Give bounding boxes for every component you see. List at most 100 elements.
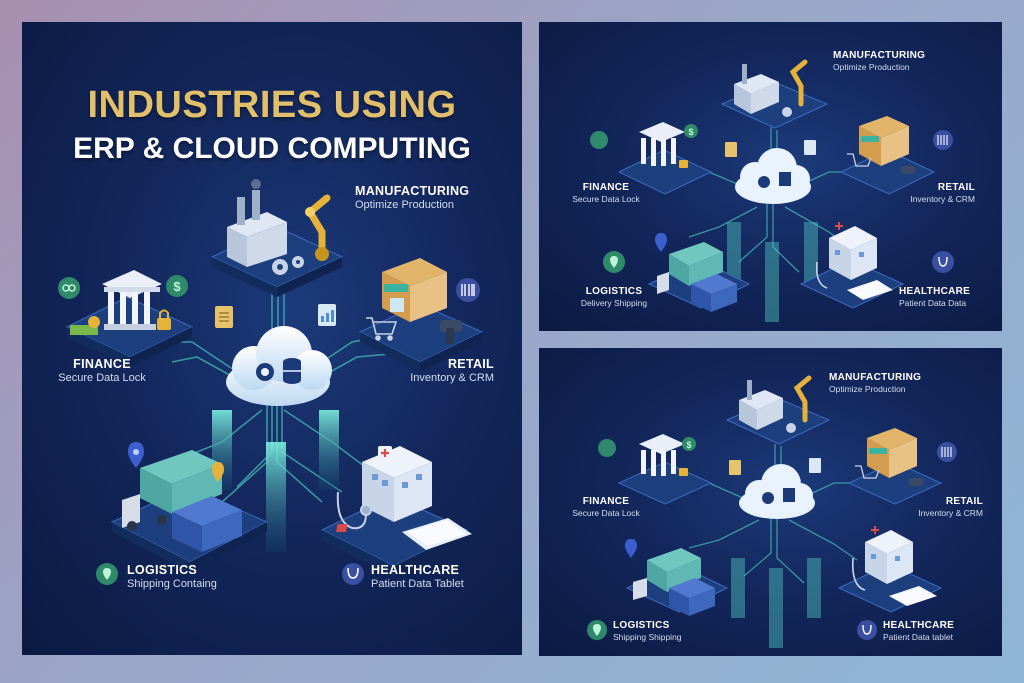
dollar-icon [682, 437, 696, 451]
healthcare-platform [837, 526, 943, 613]
finance-label: FINANCE Secure Data Lock [561, 182, 651, 204]
retail-platform [847, 428, 957, 505]
gear-icon [272, 256, 304, 275]
robot-arm-icon [789, 59, 808, 107]
finance-platform: $ [598, 434, 713, 505]
manufacturing-platform [210, 179, 344, 297]
document-icon [725, 142, 737, 157]
healthcare-label: HEALTHCARE Patient Data Tablet [371, 563, 464, 590]
padlock-icon [679, 160, 688, 168]
truck-icon [647, 548, 701, 572]
retail-title: RETAIL [945, 496, 983, 507]
logistics-title: LOGISTICS [127, 563, 198, 577]
manufacturing-label: MANUFACTURING Optimize Production [833, 50, 925, 72]
barcode-scanner-icon [909, 478, 923, 486]
padlock-icon [157, 309, 171, 330]
retail-label: RETAIL Inventory & CRM [889, 496, 983, 518]
stethoscope-icon [857, 620, 877, 640]
money-stack-icon [70, 316, 100, 335]
logistics-title: LOGISTICS [585, 286, 643, 297]
retail-platform [839, 116, 953, 195]
document-icon [729, 460, 741, 475]
stethoscope-icon [336, 491, 372, 530]
stethoscope-icon [342, 563, 364, 585]
data-pillars [731, 558, 821, 648]
location-pin-icon [128, 442, 224, 482]
barcode-icon [456, 278, 480, 302]
store-icon [859, 116, 909, 138]
document-icon [215, 306, 233, 328]
dollar-icon: $ [166, 275, 188, 297]
location-pin-icon [96, 563, 118, 585]
manufacturing-subtitle: Optimize Production [829, 384, 906, 394]
robot-arm-icon [793, 375, 812, 423]
logistics-label: LOGISTICS Delivery Shipping [569, 286, 659, 308]
svg-text:$: $ [686, 440, 691, 450]
chart-document-icon [318, 304, 336, 326]
healthcare-title: HEALTHCARE [371, 563, 460, 577]
svg-text:$: $ [173, 279, 181, 294]
shipping-container-icon [172, 496, 242, 552]
truck-icon [669, 242, 723, 266]
data-pillars [212, 410, 339, 552]
logistics-subtitle: Delivery Shipping [580, 298, 648, 308]
manufacturing-label: MANUFACTURING Optimize Production [829, 372, 921, 394]
logistics-platform [110, 442, 269, 572]
link-icon [58, 277, 80, 299]
link-icon [598, 439, 616, 457]
healthcare-label: HEALTHCARE Patient Data tablet [883, 620, 954, 642]
top-right-illustration: $ [590, 59, 954, 322]
finance-title: FINANCE [582, 182, 630, 193]
top-right-infographic-panel: $ [539, 22, 1002, 331]
shipping-container-icon [669, 578, 715, 598]
truck-icon [122, 450, 222, 531]
tablet-icon [847, 280, 893, 300]
barcode-icon [937, 442, 957, 462]
barcode-icon [933, 130, 953, 150]
barcode-scanner-icon [440, 320, 462, 344]
healthcare-title: HEALTHCARE [883, 620, 955, 631]
manufacturing-title: MANUFACTURING [829, 372, 922, 383]
bottom-right-infographic-panel: $ [539, 348, 1002, 656]
retail-label: RETAIL Inventory & CRM [382, 357, 494, 384]
store-icon [382, 258, 447, 322]
manufacturing-label: MANUFACTURING Optimize Production [355, 184, 469, 211]
stethoscope-icon [851, 557, 866, 591]
healthcare-label: HEALTHCARE Patient Data Data [899, 286, 970, 308]
data-pillars [727, 222, 818, 322]
gear-icon [782, 107, 792, 117]
barcode-scanner-icon [901, 166, 915, 174]
dollar-icon [684, 124, 698, 138]
stethoscope-icon [932, 251, 954, 273]
shipping-container-icon [691, 274, 737, 294]
stethoscope-icon [815, 261, 828, 289]
tablet-icon [889, 586, 937, 606]
healthcare-subtitle: Patient Data Data [899, 298, 967, 308]
shopping-cart-icon [855, 465, 880, 479]
page-title-line-1: INDUSTRIES USING [87, 84, 457, 126]
finance-subtitle: Secure Data Lock [58, 372, 146, 384]
retail-title: RETAIL [937, 182, 975, 193]
logistics-label: LOGISTICS Shipping Containg [127, 563, 217, 590]
retail-subtitle: Inventory & CRM [918, 508, 983, 518]
main-infographic-panel: $ [22, 22, 522, 655]
chart-document-icon [809, 458, 821, 473]
shopping-cart-icon [847, 153, 872, 167]
retail-platform [358, 258, 484, 372]
retail-subtitle: Inventory & CRM [410, 372, 494, 384]
shopping-cart-icon [366, 317, 398, 341]
svg-text:$: $ [688, 127, 693, 137]
robot-arm-icon [305, 194, 331, 258]
factory-icon [739, 390, 783, 410]
finance-subtitle: Secure Data Lock [572, 508, 640, 518]
logistics-subtitle: Shipping Containg [127, 578, 217, 590]
finance-platform: $ [58, 270, 194, 367]
factory-icon [227, 179, 287, 267]
retail-title: RETAIL [447, 357, 494, 371]
healthcare-platform [320, 446, 472, 576]
manufacturing-platform [720, 59, 829, 129]
store-icon [867, 428, 917, 450]
cloud-database-icon [739, 464, 815, 519]
manufacturing-subtitle: Optimize Production [355, 199, 455, 211]
main-illustration: $ [58, 179, 484, 585]
